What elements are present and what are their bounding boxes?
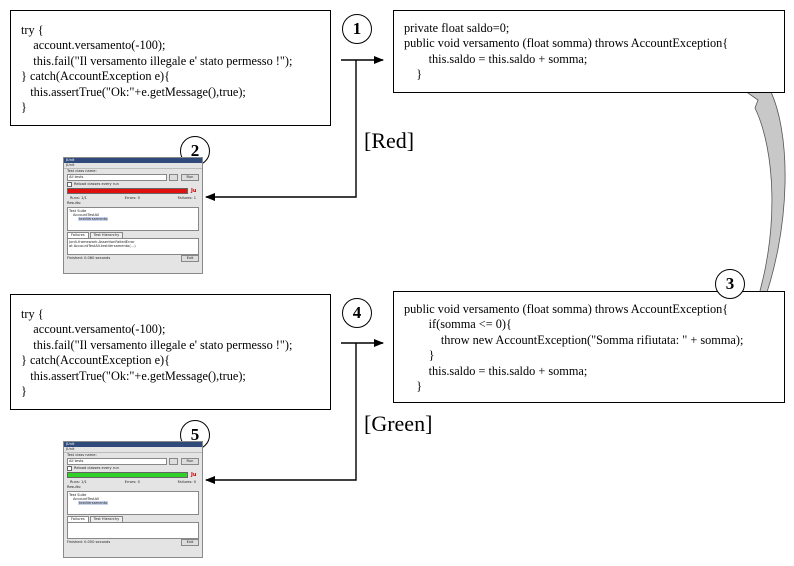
code-line: this.fail("Il versamento illegale e' sta… — [21, 53, 293, 68]
junit-logo-icon: Ju — [191, 188, 197, 194]
test-class-field[interactable]: All tests — [67, 174, 167, 181]
errors-label: Errors: — [124, 480, 137, 484]
junit-logo-icon: Ju — [191, 472, 197, 478]
code-line: account.versamento(-100); — [21, 322, 166, 337]
code-line: } — [404, 67, 423, 82]
test-code-box-top: try { account.versamento(-100); this.fai… — [10, 10, 331, 126]
exit-button[interactable]: Exit — [181, 255, 199, 262]
code-line: this.saldo = this.saldo + somma; — [404, 363, 588, 378]
junit-titlebar: JUnit — [64, 442, 202, 447]
arrow-3-refactor — [736, 85, 786, 313]
results-tree[interactable]: Test Suite AccountTestAll testVersamento — [67, 207, 199, 231]
junit-titlebar: JUnit — [64, 158, 202, 163]
failure-trace: junit.framework.AssertionFailedError at … — [67, 238, 199, 255]
progress-bar-red — [67, 188, 188, 194]
code-line: this.fail("Il versamento illegale e' sta… — [21, 337, 293, 352]
reload-label: Reload classes every run — [74, 182, 119, 186]
failures-value: 0 — [193, 480, 196, 484]
code-line: } — [404, 348, 435, 363]
browse-button[interactable] — [169, 174, 178, 181]
errors-label: Errors: — [124, 196, 137, 200]
impl-code-box-fixed: public void versamento (float somma) thr… — [393, 291, 785, 403]
test-class-label: Test class name: — [67, 453, 97, 457]
arrow-5 — [205, 343, 357, 484]
browse-button[interactable] — [169, 458, 178, 465]
trace-line: junit.framework.AssertionFailedError — [69, 240, 135, 244]
errors-value: 0 — [137, 480, 140, 484]
code-line: account.versamento(-100); — [21, 38, 166, 53]
code-line: this.assertTrue("Ok:"+e.getMessage(),tru… — [21, 84, 246, 99]
reload-label: Reload classes every run — [74, 466, 119, 470]
exit-button[interactable]: Exit — [181, 539, 199, 546]
code-line: this.saldo = this.saldo + somma; — [404, 51, 588, 66]
junit-window-green: JUnit JUnit Test class name: All tests R… — [63, 441, 203, 558]
test-class-label: Test class name: — [67, 169, 97, 173]
failures-label: Failures: — [177, 480, 193, 484]
code-line: throw new AccountException("Somma rifiut… — [404, 332, 744, 347]
step-4-marker: 4 — [342, 298, 372, 328]
results-label: Results: — [67, 485, 82, 489]
junit-window-red: JUnit JUnit Test class name: All tests R… — [63, 157, 203, 274]
progress-bar-green — [67, 472, 188, 478]
reload-checkbox[interactable]: Reload classes every run — [64, 465, 202, 471]
runs-value: 1/1 — [81, 480, 87, 484]
code-line: } — [21, 384, 27, 399]
code-line: try { — [21, 307, 44, 321]
test-class-field[interactable]: All tests — [67, 458, 167, 465]
step-3-marker: 3 — [715, 269, 745, 299]
arrow-2 — [205, 60, 357, 201]
code-line: } — [404, 379, 423, 394]
tree-root[interactable]: Test Suite — [69, 493, 87, 497]
code-line: } — [21, 100, 27, 115]
test-code-box-bottom: try { account.versamento(-100); this.fai… — [10, 294, 331, 410]
code-line: } catch(AccountException e){ — [21, 353, 171, 368]
errors-value: 0 — [137, 196, 140, 200]
step-1-marker: 1 — [342, 14, 372, 44]
code-line: } catch(AccountException e){ — [21, 69, 171, 84]
failures-label: Failures: — [177, 196, 193, 200]
status-text: Finished: 0.060 seconds — [67, 256, 111, 260]
runs-label: Runs: — [70, 480, 80, 484]
run-button[interactable]: Run — [181, 458, 199, 465]
tree-leaf-selected[interactable]: testVersamento — [78, 217, 109, 221]
code-line: this.assertTrue("Ok:"+e.getMessage(),tru… — [21, 368, 246, 383]
tab-test-hierarchy[interactable]: Test Hierarchy — [89, 516, 124, 523]
impl-code-box-initial: private float saldo=0; public void versa… — [393, 10, 785, 93]
trace-line: at AccountTestAll.testVersamento(...) — [69, 244, 136, 248]
phase-red-label: [Red] — [364, 128, 415, 153]
tree-child[interactable]: AccountTestAll — [73, 213, 100, 217]
reload-checkbox[interactable]: Reload classes every run — [64, 181, 202, 187]
status-text: Finished: 0.050 seconds — [67, 540, 111, 544]
runs-value: 1/1 — [81, 196, 87, 200]
phase-green-label: [Green] — [364, 411, 433, 436]
tab-failures[interactable]: Failures — [67, 232, 89, 239]
runs-label: Runs: — [70, 196, 80, 200]
tab-test-hierarchy[interactable]: Test Hierarchy — [89, 232, 124, 239]
junit-menu[interactable]: JUnit — [64, 447, 202, 453]
tree-child[interactable]: AccountTestAll — [73, 497, 100, 501]
code-line: if(somma <= 0){ — [404, 317, 512, 332]
run-button[interactable]: Run — [181, 174, 199, 181]
results-label: Results: — [67, 201, 82, 205]
results-tree[interactable]: Test Suite AccountTestAll testVersamento — [67, 491, 199, 515]
code-line: public void versamento (float somma) thr… — [404, 302, 729, 316]
tree-root[interactable]: Test Suite — [69, 209, 87, 213]
code-line: public void versamento (float somma) thr… — [404, 36, 729, 51]
tab-failures[interactable]: Failures — [67, 516, 89, 523]
code-line: private float saldo=0; — [404, 21, 510, 35]
tree-leaf-selected[interactable]: testVersamento — [78, 501, 109, 505]
code-line: try { — [21, 23, 44, 37]
junit-menu[interactable]: JUnit — [64, 163, 202, 169]
failures-value: 1 — [193, 196, 196, 200]
failure-trace — [67, 522, 199, 539]
